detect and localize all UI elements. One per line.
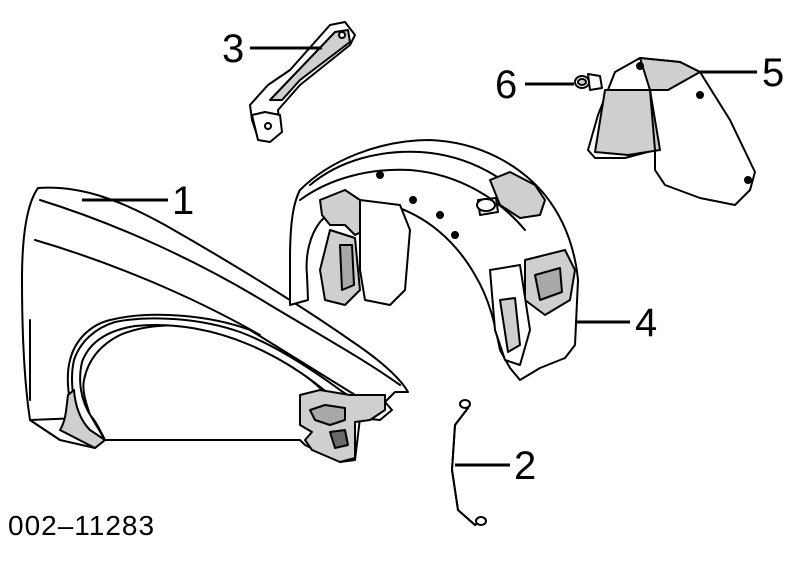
wheelhouse-liner <box>289 139 579 381</box>
bracket <box>249 21 356 143</box>
callout-5: 5 <box>762 51 784 95</box>
part-number: 002–11283 <box>8 510 155 541</box>
push-clip <box>574 73 603 91</box>
callout-3: 3 <box>222 27 244 71</box>
rod <box>451 399 487 526</box>
splash-shield <box>587 57 756 206</box>
callout-4: 4 <box>635 301 657 345</box>
fender <box>21 186 409 463</box>
callout-1: 1 <box>172 179 194 223</box>
callout-6: 6 <box>495 63 517 107</box>
callout-2: 2 <box>514 444 536 488</box>
